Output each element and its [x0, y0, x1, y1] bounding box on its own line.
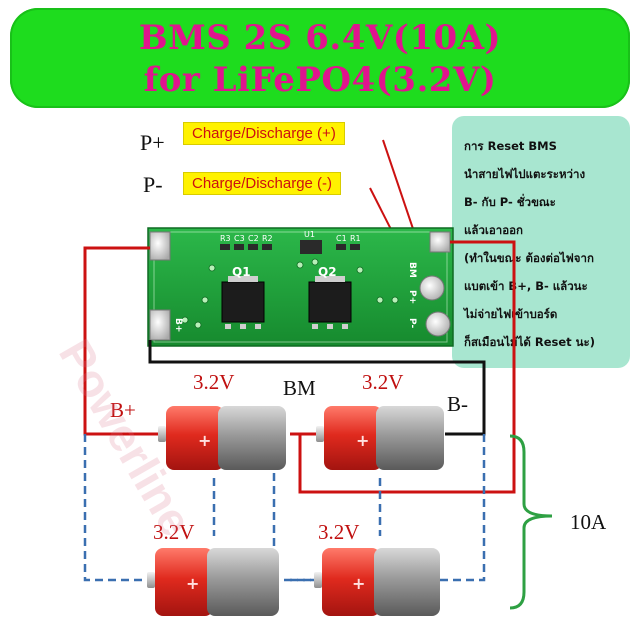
plus-symbol: +: [186, 574, 199, 593]
silk-c1: C1: [336, 234, 347, 243]
pin-label-p-plus: P+: [140, 130, 165, 155]
mosfet-q1: [221, 281, 265, 323]
pad-b-minus: [149, 231, 171, 261]
reset-note-line-4: แล้วเอาออก: [464, 223, 523, 237]
silk-u1: U1: [304, 230, 315, 239]
pad-p-minus: [425, 311, 451, 337]
voltage-top-right: 3.2V: [362, 370, 404, 394]
reset-note-line-6: แบตเข้า B+, B- แล้วนะ: [464, 279, 588, 293]
silk-c3: C3: [234, 234, 245, 243]
wire-b-plus: [83, 246, 160, 436]
cell-bottom-left: +: [147, 548, 279, 616]
pin-label-p-minus: P-: [143, 172, 163, 197]
label-current-10a: 10A: [570, 510, 607, 534]
cell-top-right: +: [316, 406, 444, 470]
silk-p-plus: P+: [407, 290, 417, 304]
voltage-top-left: 3.2V: [193, 370, 235, 394]
title-line-2: for LiFePO4(3.2V): [143, 60, 497, 100]
mosfet-q2: [308, 281, 352, 323]
silk-r1: R1: [350, 234, 361, 243]
current-brace: [509, 434, 553, 610]
reset-note-line-2: นำสายไฟไปแตะระหว่าง: [464, 167, 586, 181]
silk-r3: R3: [220, 234, 231, 243]
silk-c2: C2: [248, 234, 259, 243]
pad-b-plus: [149, 309, 171, 341]
silk-r2: R2: [262, 234, 273, 243]
silk-p-minus: P-: [407, 318, 417, 328]
pad-p-plus: [419, 275, 445, 301]
label-b-plus: B+: [110, 398, 136, 422]
voltage-bottom-left: 3.2V: [153, 520, 195, 544]
tag-charge-discharge-plus: Charge/Discharge (+): [183, 122, 345, 145]
pad-bm: [429, 231, 451, 253]
reset-note-line-8: ก็สเมือนไม่ได้ Reset นะ): [464, 335, 595, 349]
silk-q2: Q2: [318, 265, 337, 279]
reset-note-line-3: B- กับ P- ชั่วขณะ: [464, 195, 556, 209]
label-bm: BM: [283, 376, 316, 400]
cell-top-left: +: [158, 406, 286, 470]
tag-charge-discharge-minus: Charge/Discharge (-): [183, 172, 342, 195]
bms-board: R3 C3 C2 R2 U1 C1 R1 Q1 Q2 BM P+ P- B+: [147, 227, 454, 347]
silk-bm: BM: [407, 262, 417, 278]
wire-b-minus: [148, 340, 486, 436]
title-banner: BMS 2S 6.4V(10A) for LiFePO4(3.2V): [10, 8, 630, 108]
voltage-bottom-right: 3.2V: [318, 520, 360, 544]
plus-symbol: +: [352, 574, 365, 593]
silk-q1: Q1: [232, 265, 251, 279]
plus-symbol: +: [356, 431, 369, 450]
label-b-minus: B-: [447, 392, 468, 416]
reset-note-line-5: (ทำในขณะ ต้องต่อไฟจาก: [464, 251, 594, 265]
title-line-1: BMS 2S 6.4V(10A): [138, 18, 502, 58]
cell-bottom-right: +: [314, 548, 440, 616]
plus-symbol: +: [198, 431, 211, 450]
silk-b-plus: B+: [173, 318, 183, 332]
reset-note-line-7: ไม่จ่ายไฟเข้าบอร์ด: [464, 307, 558, 321]
reset-note-line-1: การ Reset BMS: [464, 139, 557, 153]
